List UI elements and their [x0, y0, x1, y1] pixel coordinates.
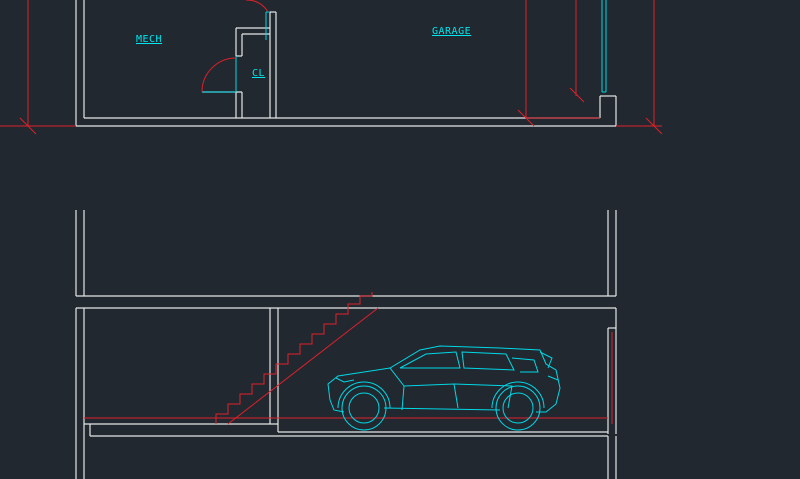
upper-floor-slab: [76, 295, 616, 309]
room-label-closet: CL: [252, 68, 265, 79]
door-closet: [201, 56, 237, 93]
plan-walls: [75, 0, 617, 127]
garage-slab: [83, 418, 608, 437]
section-walls: [75, 210, 617, 479]
room-label-garage: GARAGE: [432, 26, 471, 37]
car-icon: [327, 345, 561, 431]
finish-floor-line: [84, 332, 613, 424]
closet-walls: [202, 11, 277, 118]
building-section: [75, 210, 617, 479]
stair-stringer: [227, 307, 379, 425]
garage-side-opening: [601, 0, 607, 93]
section-interior-wall: [269, 308, 279, 432]
stair-profile: [215, 292, 373, 424]
room-label-mech: MECH: [136, 34, 162, 45]
plan-dimensions: [0, 0, 663, 135]
door-mech: [246, 0, 270, 40]
floor-plan: MECH GARAGE CL: [0, 0, 663, 135]
